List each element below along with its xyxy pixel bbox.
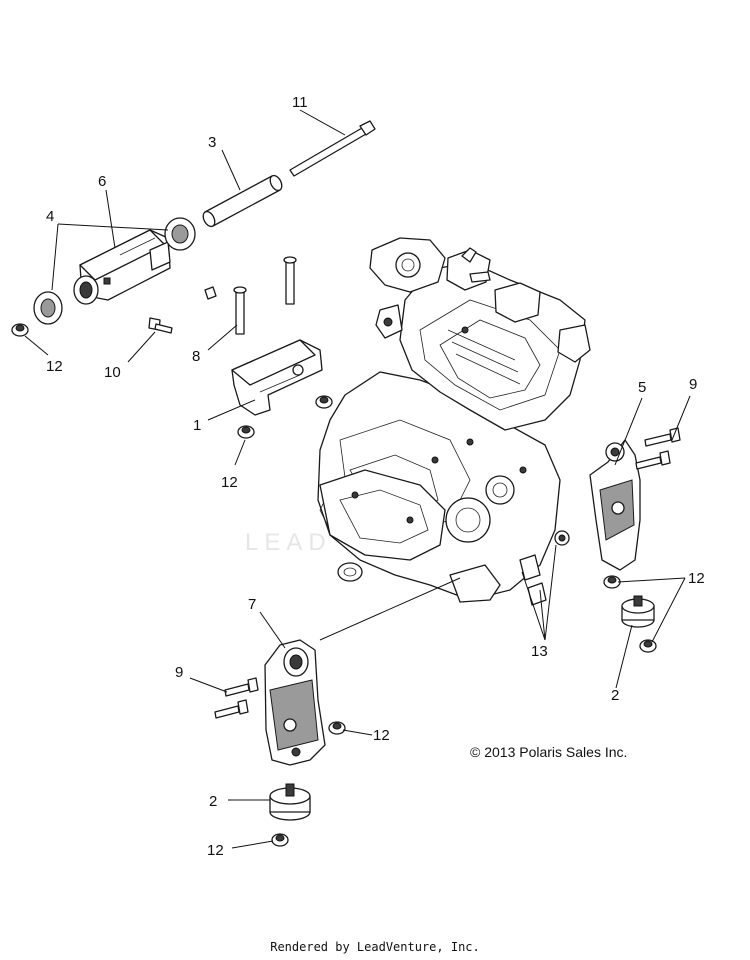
part-12-nut-under-bracket [237, 425, 255, 439]
part-9-bolts-left [214, 677, 259, 719]
part-2-rubber-mount-lower [269, 783, 311, 821]
callout-13: 13 [531, 643, 548, 660]
part-4-bushing-right [164, 217, 196, 251]
callout-2-right: 2 [611, 687, 619, 704]
part-7-mount-bracket [264, 639, 326, 766]
part-12-nut-right-upper [603, 575, 621, 589]
part-8-bolts [204, 256, 297, 335]
watermark-text: LEAD [245, 529, 332, 556]
callout-9-right: 9 [689, 376, 697, 393]
part-2-rubber-mount-right [621, 595, 655, 628]
part-10-bolt [148, 317, 173, 334]
part-12-nut-bracket [315, 395, 333, 409]
callout-4: 4 [46, 208, 54, 225]
part-12-nut-bottom [271, 833, 289, 847]
callout-10: 10 [104, 364, 121, 381]
callout-1: 1 [193, 417, 201, 434]
rendered-by-footer: Rendered by LeadVenture, Inc. [270, 940, 480, 954]
callout-12-right: 12 [688, 570, 705, 587]
part-5-mount-bracket [589, 439, 641, 571]
part-12-nut-top-left [11, 323, 29, 337]
part-12-nut-right-lower [639, 639, 657, 653]
callout-12-bottom: 12 [207, 842, 224, 859]
callout-9-left: 9 [175, 664, 183, 681]
engine-assembly [317, 237, 591, 606]
callout-11: 11 [292, 94, 308, 111]
part-9-bolts-right [635, 427, 681, 470]
callout-labels: 11 3 6 4 12 10 8 1 12 5 9 12 2 13 7 9 12… [46, 94, 705, 859]
callout-7: 7 [248, 596, 256, 613]
part-1-bracket [231, 339, 323, 416]
part-6-housing [73, 229, 171, 305]
callout-3: 3 [208, 134, 216, 151]
callout-12-bracket-7: 12 [373, 727, 390, 744]
part-12-nut-bracket-7 [328, 721, 346, 735]
part-3-tube [202, 174, 283, 228]
callout-2-lower: 2 [209, 793, 217, 810]
callout-6: 6 [98, 173, 106, 190]
leader-lines [24, 109, 691, 849]
callout-8: 8 [192, 348, 200, 365]
part-11-long-bolt [289, 120, 376, 177]
callout-12-top-left: 12 [46, 358, 63, 375]
part-4-bushing-left [33, 291, 63, 325]
copyright-notice: © 2013 Polaris Sales Inc. [470, 744, 628, 760]
callout-5: 5 [638, 379, 646, 396]
callout-12-under-bracket: 12 [221, 474, 238, 491]
